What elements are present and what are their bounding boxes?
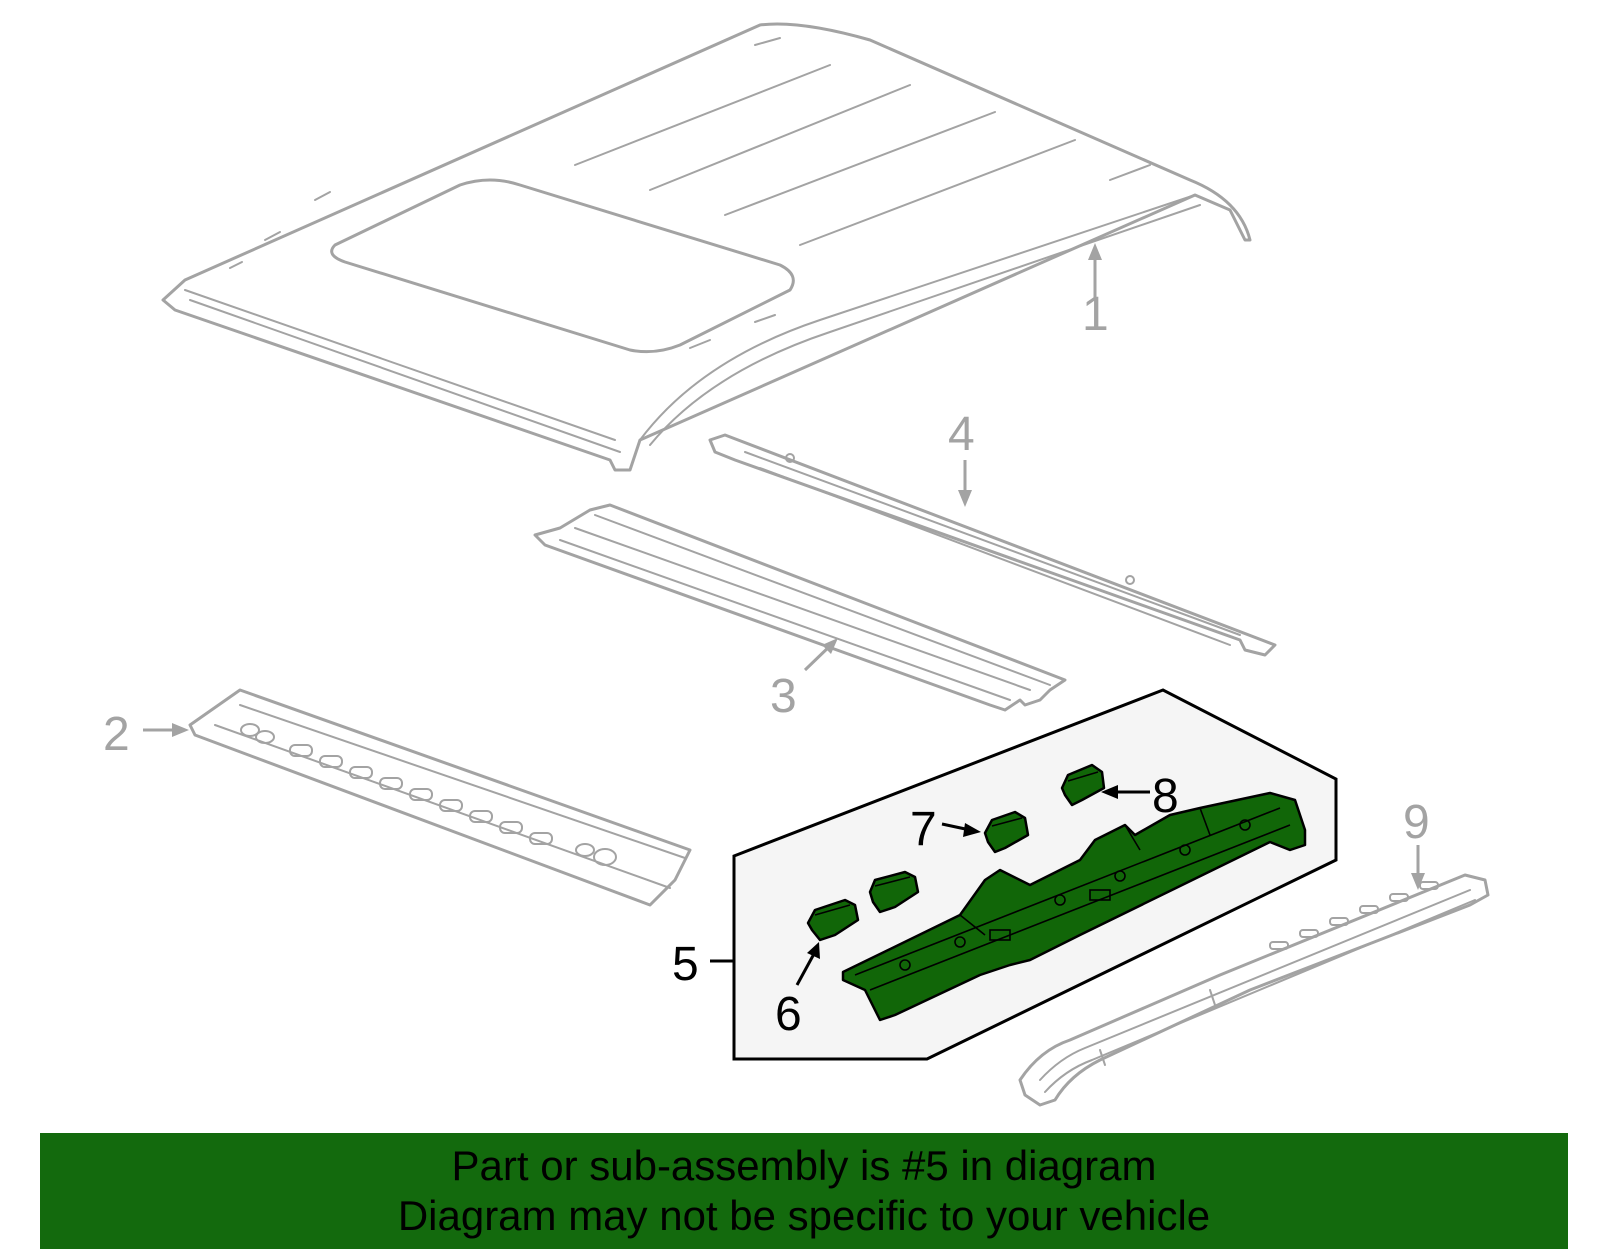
svg-text:7: 7 xyxy=(910,803,937,856)
side-rail-part-9 xyxy=(1018,873,1490,1107)
bracket-part-7 xyxy=(983,810,1030,854)
roof-rail-part-4 xyxy=(708,433,1277,657)
svg-text:1: 1 xyxy=(1082,288,1109,341)
part-4-callout: 4 xyxy=(948,408,975,507)
part-9-callout: 9 xyxy=(1403,796,1430,890)
part-5-callout: 5 xyxy=(672,938,734,991)
part-6-callout: 6 xyxy=(775,942,820,1041)
notice-line-1: Part or sub-assembly is #5 in diagram xyxy=(451,1142,1157,1189)
part-2-callout: 2 xyxy=(103,708,189,761)
bracket-part-8 xyxy=(1060,763,1106,807)
svg-text:9: 9 xyxy=(1403,796,1430,849)
highlighted-part-5 xyxy=(841,791,1307,1022)
part-3-callout: 3 xyxy=(770,638,838,723)
notice-line-2: Diagram may not be specific to your vehi… xyxy=(397,1192,1211,1239)
svg-text:2: 2 xyxy=(103,708,130,761)
part-8-callout: 8 xyxy=(1101,770,1179,823)
part-1-callout: 1 xyxy=(1082,243,1109,341)
notice-banner: Part or sub-assembly is #5 in diagram Di… xyxy=(40,1133,1568,1249)
svg-text:4: 4 xyxy=(948,408,975,461)
svg-text:5: 5 xyxy=(672,938,699,991)
part-7-callout: 7 xyxy=(910,803,981,856)
svg-text:6: 6 xyxy=(775,988,802,1041)
bracket-part-6 xyxy=(806,898,860,942)
svg-text:8: 8 xyxy=(1152,770,1179,823)
part-5-callout-box xyxy=(732,688,1338,1061)
svg-text:3: 3 xyxy=(770,670,797,723)
front-header-part-2 xyxy=(188,688,692,907)
roof-panel xyxy=(161,22,1252,472)
roof-bow-part-3 xyxy=(533,503,1067,712)
bracket-unlabeled xyxy=(868,870,920,914)
